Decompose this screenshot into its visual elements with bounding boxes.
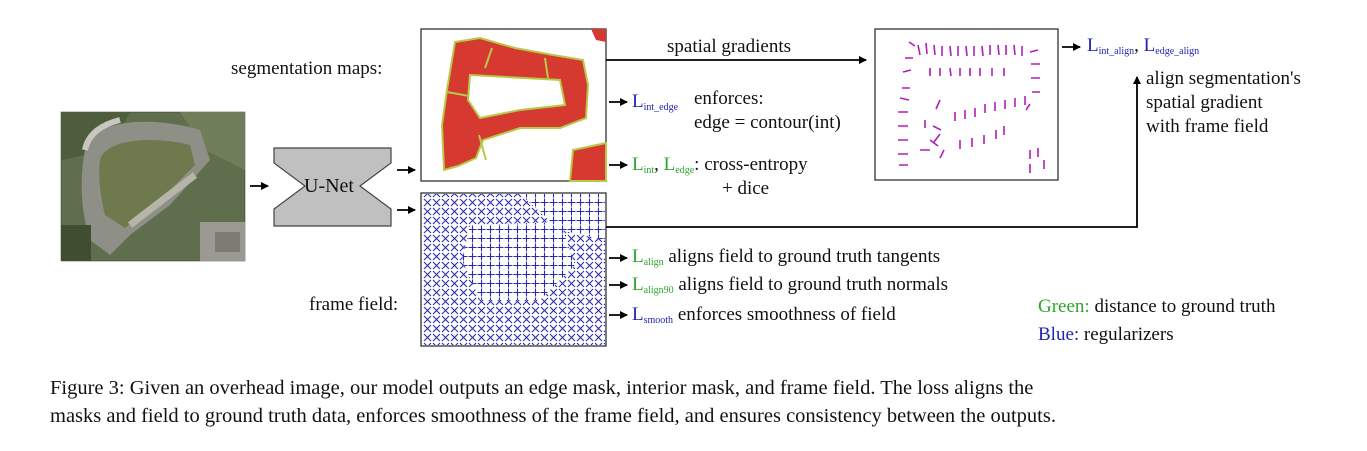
align-text-line2: spatial gradient xyxy=(1146,92,1263,114)
smooth-loss-row: Lsmooth enforces smoothness of field xyxy=(632,304,896,332)
align90-loss-row: Lalign90 aligns field to ground truth no… xyxy=(632,274,948,302)
unet-label: U-Net xyxy=(304,175,354,197)
int-align-edge-align-losses: Lint_align, Ledge_align xyxy=(1087,35,1199,63)
int-edge-text-2: edge = contour(int) xyxy=(694,112,841,134)
int-loss: Lint xyxy=(632,154,654,175)
legend-blue: Blue: regularizers xyxy=(1038,324,1174,346)
segmentation-mask-image xyxy=(421,29,606,181)
int-edge-text-1: enforces: xyxy=(694,88,764,110)
edge-align-loss: Ledge_align xyxy=(1144,35,1199,56)
legend-green: Green: distance to ground truth xyxy=(1038,296,1275,318)
segmentation-maps-label: segmentation maps: xyxy=(231,58,382,80)
frame-field-image xyxy=(421,193,606,346)
align-loss-row: Lalign aligns field to ground truth tang… xyxy=(632,246,940,274)
align-text-line1: align segmentation's xyxy=(1146,68,1301,90)
spatial-gradients-label: spatial gradients xyxy=(667,36,791,58)
dice-text: + dice xyxy=(722,178,769,200)
aerial-photo xyxy=(61,112,245,261)
caption-line-2: masks and field to ground truth data, en… xyxy=(50,402,1340,430)
int-align-loss: Lint_align xyxy=(1087,35,1134,56)
caption-line-1: Figure 3: Given an overhead image, our m… xyxy=(50,374,1340,402)
int-edge-loss: Lint_edge xyxy=(632,91,678,119)
align-text-line3: with frame field xyxy=(1146,116,1268,138)
spatial-gradient-image xyxy=(875,29,1058,180)
frame-field-label: frame field: xyxy=(309,294,398,316)
int-edge-ce-losses: Lint, Ledge: cross-entropy xyxy=(632,154,808,182)
edge-loss: Ledge xyxy=(664,154,695,175)
figure-caption: Figure 3: Given an overhead image, our m… xyxy=(50,374,1340,430)
